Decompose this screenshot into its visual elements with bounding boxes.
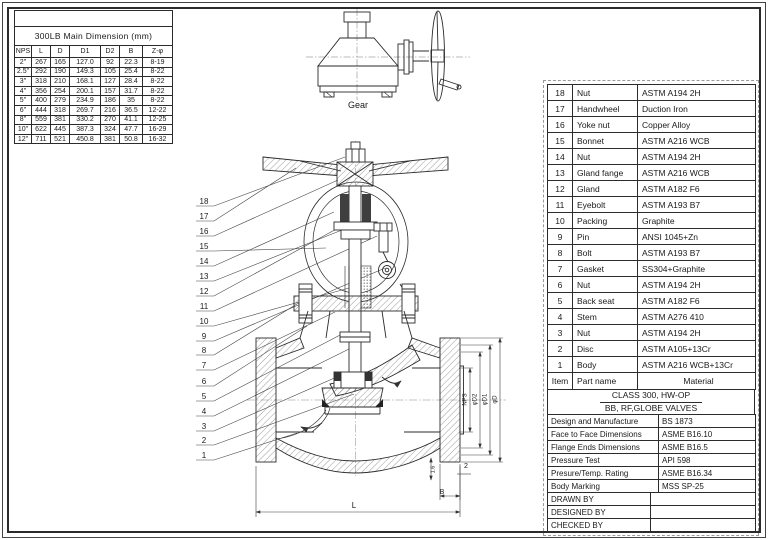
dim-table-title: 300LB Main Dimension (mm)	[13, 26, 174, 46]
gear-label: Gear	[347, 100, 368, 110]
signoff-row: DESIGNED BY	[547, 505, 756, 519]
dim-label-d: φD	[492, 395, 499, 404]
callout-number: 2	[201, 436, 207, 445]
spec-row: Design and Manufacture BS 1873	[547, 414, 756, 428]
dim-label-d2: φD2	[472, 393, 479, 406]
callout-number: 1	[201, 451, 207, 460]
dimension-lines	[255, 337, 503, 517]
signoff-row: DRAWN BY	[547, 492, 756, 506]
dim-label-B: B	[439, 489, 445, 496]
valve-section-drawing	[196, 141, 506, 517]
gear-operator-drawing	[306, 9, 470, 102]
parts-table-row: 10 Packing Graphite	[547, 212, 756, 229]
parts-table-row: 1 Body ASTM A216 WCB+13Cr	[547, 356, 756, 373]
valve-class-block: CLASS 300, HW-OP BB, RF,GLOBE VALVES	[547, 389, 755, 415]
parts-table-row: 2 Disc ASTM A105+13Cr	[547, 340, 756, 357]
callout-number: 9	[201, 332, 207, 341]
parts-table-row: 18 Nut ASTM A194 2H	[547, 84, 756, 101]
parts-table-row: 9 Pin ANSI 1045+Zn	[547, 228, 756, 245]
callout-number: 6	[201, 377, 207, 386]
dim-label-rf-height: 2	[464, 463, 468, 470]
dim-label-L: L	[351, 501, 357, 510]
callout-number: 13	[199, 272, 209, 281]
callout-number: 11	[199, 302, 209, 311]
callout-number: 15	[199, 242, 209, 251]
parts-table-row: 14 Nut ASTM A194 2H	[547, 148, 756, 165]
spec-row: Pressure Test API 598	[547, 453, 756, 467]
valve-class-line2: BB, RF,GLOBE VALVES	[604, 402, 698, 413]
parts-table-row: 12 Gland ASTM A182 F6	[547, 180, 756, 197]
callout-number: 4	[201, 407, 207, 416]
parts-table-row: 6 Nut ASTM A194 2H	[547, 276, 756, 293]
dim-label-small: 1.6	[430, 465, 437, 474]
dim-label-nps: NPS	[462, 393, 469, 406]
spec-row: Flange Ends Dimensions ASME B16.5	[547, 440, 756, 454]
parts-table-row: 13 Gland fange ASTM A216 WCB	[547, 164, 756, 181]
parts-table-row: 4 Stem ASTM A276 410	[547, 308, 756, 325]
callout-number: 16	[199, 227, 209, 236]
parts-table-row: 3 Nut ASTM A194 2H	[547, 324, 756, 341]
spec-row: Presure/Temp. Rating ASME B16.34	[547, 466, 756, 480]
dimension-table: 300LB Main Dimension (mm) NPS L D D1 D2 …	[13, 10, 174, 145]
parts-table-header: Item Part name Material	[547, 372, 756, 390]
callout-number: 8	[201, 346, 207, 355]
spec-row: Body Marking MSS SP-25	[547, 479, 756, 493]
parts-table-row: 17 Handwheel Duction Iron	[547, 100, 756, 117]
spec-table: Design and Manufacture BS 1873 Face to F…	[547, 414, 756, 493]
parts-table-row: 7 Gasket SS304+Graphite	[547, 260, 756, 277]
callout-number: 3	[201, 422, 207, 431]
signoff-table: DRAWN BY DESIGNED BY CHECKED BY	[547, 492, 756, 532]
parts-table-row: 5 Back seat ASTM A182 F6	[547, 292, 756, 309]
parts-table-row: 11 Eyebolt ASTM A193 B7	[547, 196, 756, 213]
valve-linework	[255, 141, 464, 474]
flow-arrows	[300, 376, 402, 433]
callout-number: 17	[199, 212, 209, 221]
parts-table: 18 Nut ASTM A194 2H 17 Handwheel Duction…	[547, 84, 756, 390]
parts-table-row: 8 Bolt ASTM A193 B7	[547, 244, 756, 261]
parts-table-row: 15 Bonnet ASTM A216 WCB	[547, 132, 756, 149]
callout-number: 7	[201, 361, 207, 370]
callout-number: 10	[199, 317, 209, 326]
signoff-row: CHECKED BY	[547, 518, 756, 532]
spec-row: Face to Face Dimensions ASME B16.10	[547, 427, 756, 441]
dim-table-spacer	[13, 10, 174, 27]
callout-number: 14	[199, 257, 209, 266]
parts-table-row: 16 Yoke nut Copper Alloy	[547, 116, 756, 133]
dim-table-header: NPS L D D1 D2 B Z-φ	[14, 45, 174, 58]
valve-class-line1: CLASS 300, HW-OP	[548, 389, 754, 403]
callout-number: 12	[199, 287, 209, 296]
parts-and-title-block: 18 Nut ASTM A194 2H 17 Handwheel Duction…	[543, 80, 759, 536]
callout-number: 18	[199, 197, 209, 206]
dim-label-d1: φD1	[482, 393, 489, 406]
callout-number: 5	[201, 392, 207, 401]
